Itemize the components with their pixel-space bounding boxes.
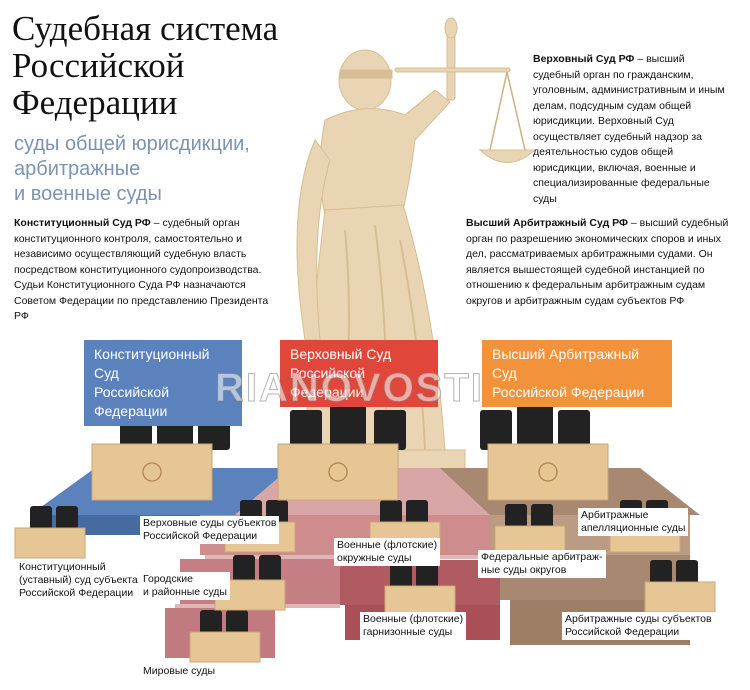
label-supreme-subjects: Верховные суды субъектов Российской Феде… [140, 516, 280, 544]
coat-of-arms-icon [142, 462, 162, 482]
judge-chair-icon [290, 410, 322, 450]
page-subtitle: суды общей юрисдикции, арбитражные и вое… [14, 133, 250, 205]
judge-chair-icon [330, 404, 366, 450]
constitutional-court-description: Конституционный Суд РФ – судебный орган … [14, 216, 279, 325]
watermark: RIANOVOSTI [215, 366, 484, 411]
label-federal-arbitration: Федеральные арбитраж- ные суды округов [478, 550, 606, 578]
supreme-court-text: – высший судебный орган по гражданским, … [533, 53, 725, 205]
arbitration-court-text: – высший судебный орган по разрешению эк… [466, 217, 729, 307]
supreme-court-name: Верховный Суд РФ [533, 53, 635, 65]
label-military-district: Военные (флотские) окружные суды [334, 538, 441, 566]
arbitration-court-box: Высший Арбитражный Суд Российской Федера… [482, 340, 672, 407]
label-magistrate: Мировые суды [140, 664, 218, 679]
coat-of-arms-icon [328, 462, 348, 482]
judge-chair-icon [558, 410, 590, 450]
judge-chair-icon [374, 410, 406, 450]
constitutional-desk [91, 443, 213, 501]
arbitration-desk [487, 443, 609, 501]
label-military-garrison: Военные (флотские) гарнизонные суды [360, 612, 467, 640]
constitutional-court-name: Конституционный Суд РФ [14, 217, 151, 229]
arbitration-court-name: Высший Арбитражный Суд РФ [466, 217, 628, 229]
supreme-court-box: Верховный Суд Российской Федерации [280, 340, 438, 407]
label-constitutional-subject: Конституционный (уставный) суд субъекта … [16, 560, 141, 601]
judge-chair-icon [480, 410, 512, 450]
supreme-desk [277, 443, 399, 501]
coat-of-arms-icon [538, 462, 558, 482]
constitutional-court-box: Конституционный Суд Российской Федерации [84, 340, 242, 426]
arbitration-court-description: Высший Арбитражный Суд РФ – высший судеб… [466, 216, 731, 309]
label-arbitration-appeal: Арбитражные апелляционные суды [578, 508, 689, 536]
page-title: Судебная система Российской Федерации [12, 9, 279, 122]
constitutional-court-text: – судебный орган конституционного контро… [14, 217, 269, 322]
label-arbitration-subjects: Арбитражные суды субъектов Российской Фе… [562, 612, 715, 640]
label-city-district: Городские и районные суды [140, 572, 230, 600]
judge-chair-icon [517, 404, 553, 450]
supreme-court-description: Верховный Суд РФ – высший судебный орган… [533, 52, 728, 207]
